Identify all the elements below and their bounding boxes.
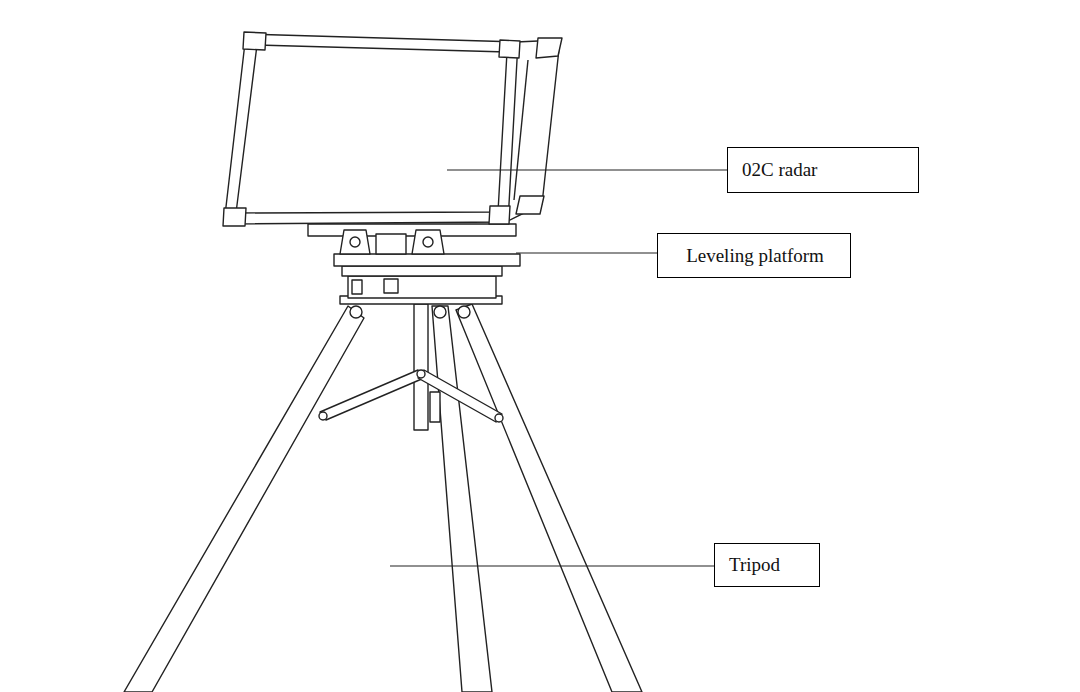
tripod-leg	[456, 304, 642, 692]
callout-box: Leveling platform	[657, 233, 851, 278]
radar-frame	[224, 34, 518, 224]
connector	[384, 279, 398, 293]
corner-guard	[489, 206, 510, 224]
leader-lines	[390, 170, 727, 566]
brace-hinge	[417, 370, 425, 378]
platform-body	[348, 276, 496, 298]
bracket-pin	[423, 237, 433, 247]
mount-block	[376, 234, 406, 254]
platform-plate	[342, 266, 502, 276]
callout-label: Tripod	[729, 554, 780, 576]
pole-clamp	[430, 392, 440, 422]
brace-hinge	[495, 414, 503, 422]
tripod-brace	[320, 370, 424, 420]
leveling-plate	[334, 254, 520, 266]
mount-bracket	[412, 230, 444, 254]
leg-hinge	[434, 306, 446, 318]
tripod-pole	[414, 304, 428, 430]
corner-guard	[223, 208, 246, 226]
brace-hinge	[319, 412, 327, 420]
bracket-pin	[350, 237, 360, 247]
callout-label: Leveling platform	[686, 245, 824, 267]
tripod-brace	[418, 370, 502, 422]
callout-box: 02C radar	[727, 147, 919, 193]
mount-base	[308, 224, 516, 236]
corner-guard	[516, 196, 544, 214]
corner-guard	[536, 38, 562, 58]
corner-guard	[499, 40, 520, 58]
tripod-leg	[124, 306, 364, 692]
callout-label: 02C radar	[742, 159, 817, 181]
mount-bracket	[340, 230, 370, 254]
leader-line	[447, 169, 727, 170]
radar-face	[236, 45, 507, 213]
corner-guard	[243, 32, 266, 50]
connector	[352, 280, 362, 294]
leader-line	[390, 565, 714, 566]
callout-box: Tripod	[714, 543, 820, 587]
leg-hinge	[350, 306, 362, 318]
leader-line	[516, 252, 657, 253]
leg-hinge	[458, 306, 470, 318]
